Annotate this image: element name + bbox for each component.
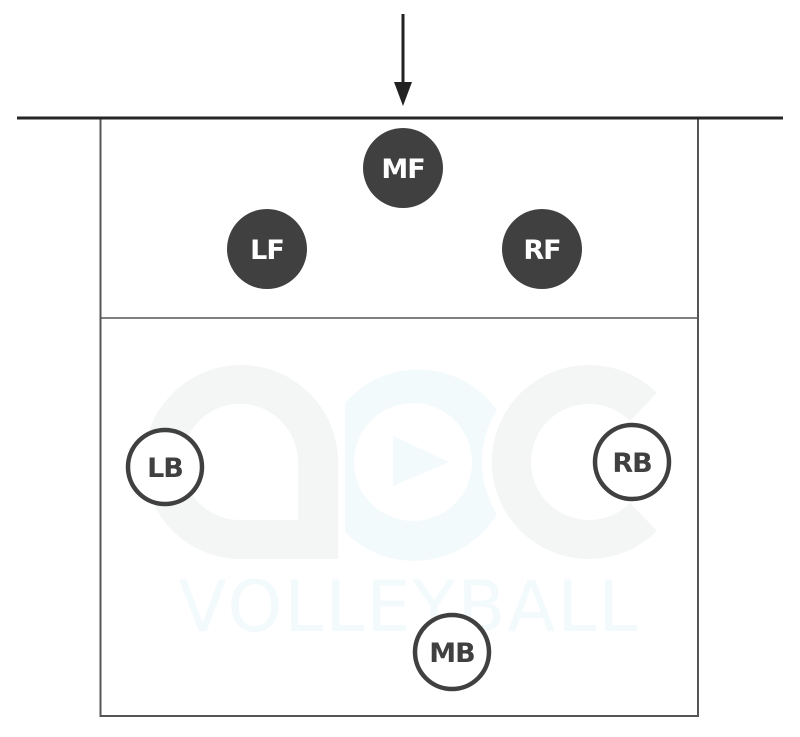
player-label: MB	[429, 638, 474, 669]
watermark-play-icon	[393, 436, 449, 486]
watermark-text: VOLLEYBALL	[179, 566, 640, 648]
player-mf[interactable]: MF	[363, 128, 443, 208]
player-label: LB	[147, 453, 183, 484]
serve-arrow	[394, 14, 412, 106]
player-label: RB	[612, 448, 651, 479]
arrow-down-icon	[394, 82, 412, 106]
player-mb[interactable]: MB	[412, 612, 492, 692]
player-lf[interactable]: LF	[227, 209, 307, 289]
player-rb[interactable]: RB	[592, 422, 672, 502]
player-label: LF	[250, 235, 284, 266]
watermark-letter-o	[345, 369, 497, 561]
watermark-letter-a	[143, 365, 338, 559]
player-rf[interactable]: RF	[502, 209, 582, 289]
player-lb[interactable]: LB	[125, 427, 205, 507]
watermark-letter-c	[491, 365, 657, 559]
player-label: MF	[381, 154, 424, 185]
player-label: RF	[523, 235, 560, 266]
watermark-logo	[143, 365, 657, 561]
